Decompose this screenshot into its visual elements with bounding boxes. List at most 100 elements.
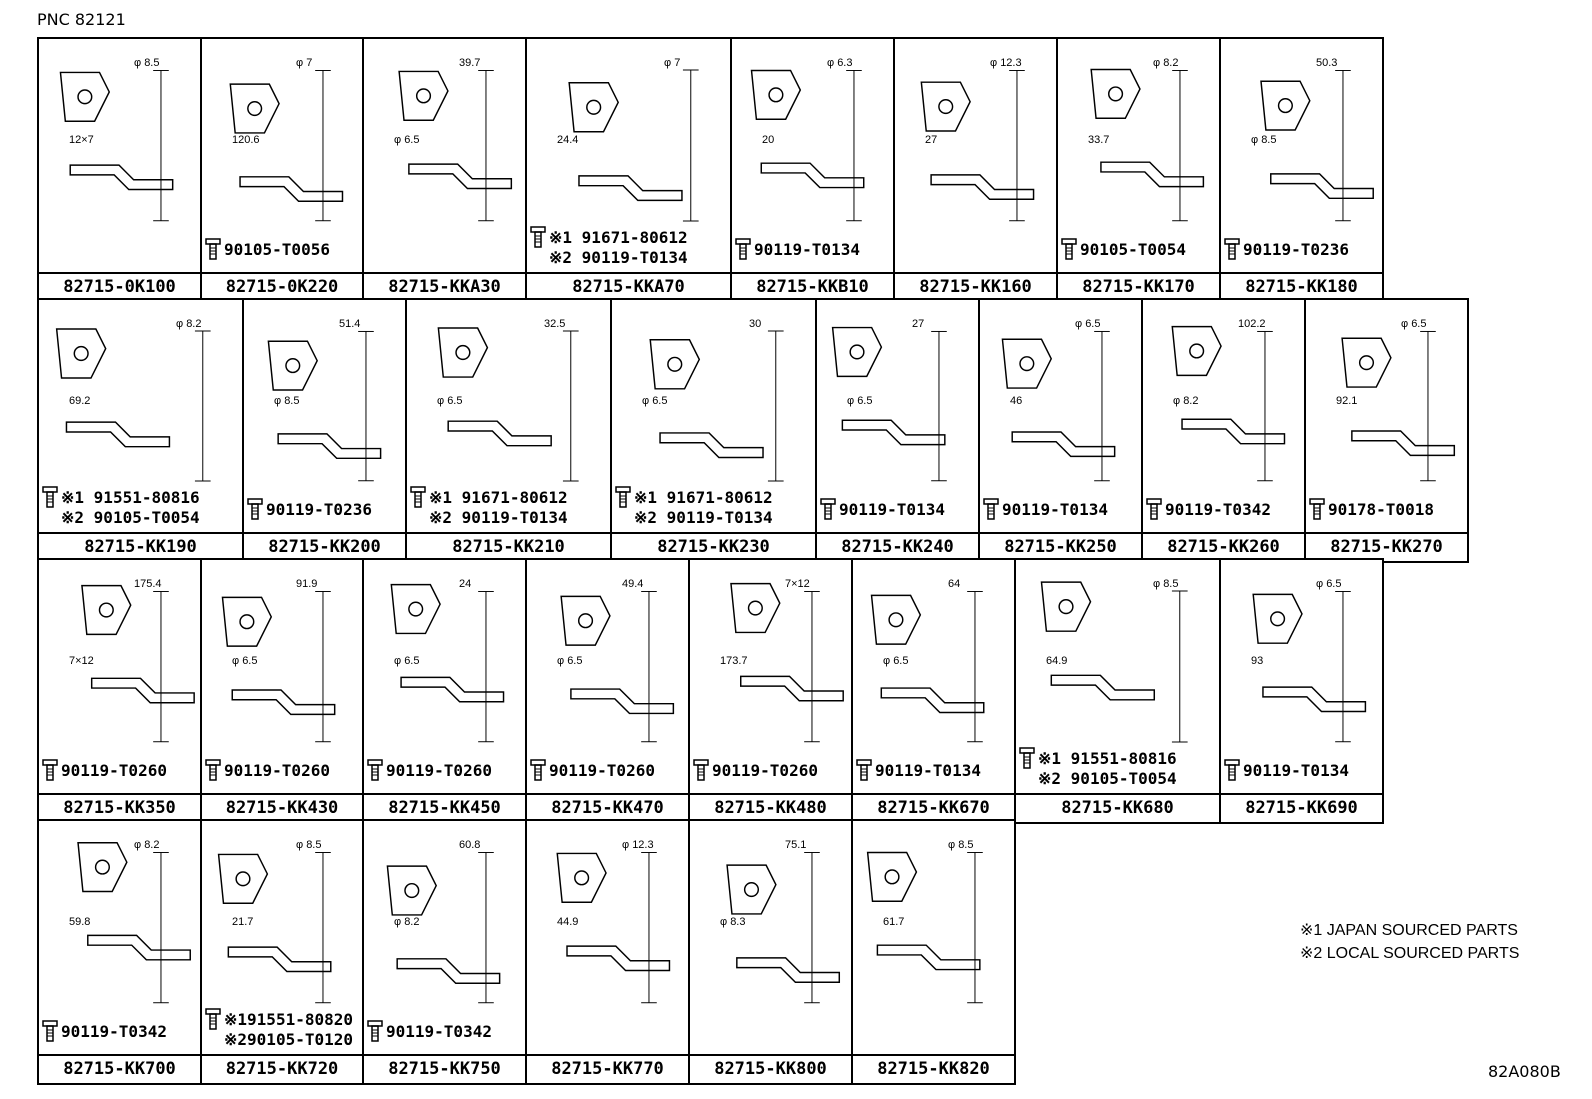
bolt-part-number: ※191551-80820: [204, 1008, 353, 1030]
bolt-number-text: 90119-T0236: [266, 499, 372, 519]
bolt-number-text: ※2 90105-T0054: [61, 508, 200, 527]
bracket-drawing: [831, 326, 947, 482]
bolt-part-number: 90119-T0134: [982, 498, 1108, 520]
bracket-drawing: [267, 330, 382, 482]
part-number-label: 82715-KK670: [853, 793, 1014, 822]
bolt-number-text: ※1 91671-80612: [549, 227, 688, 247]
part-number-label: 82715-0K100: [39, 272, 200, 301]
bolt-part-number: 90119-T0236: [1223, 238, 1349, 260]
bolt-part-number: 90119-T0236: [246, 498, 372, 520]
bolt-part-number: 90119-T0260: [204, 759, 330, 781]
dimension-label: 91.9: [296, 578, 318, 590]
bolt-number-text: ※2 90119-T0134: [429, 508, 568, 527]
bolt-icon: [983, 498, 999, 520]
dimension-label: φ 8.2: [394, 916, 420, 928]
bracket-drawing: [560, 590, 675, 743]
dimension-label: 7×12: [69, 655, 94, 667]
bolt-number-text: 90119-T0134: [839, 499, 945, 519]
dimension-label: φ 8.5: [296, 839, 322, 851]
bolt-icon: [410, 486, 426, 508]
dimension-label: 93: [1251, 655, 1264, 667]
part-number-label: 82715-KK190: [39, 532, 242, 561]
bolt-number-text: ※2 90105-T0054: [1038, 769, 1177, 788]
part-number-label: 82715-KKB10: [732, 272, 893, 301]
bolt-icon: [1019, 747, 1035, 769]
bolt-icon: [1224, 759, 1240, 781]
bolt-part-number: 90105-T0056: [204, 238, 330, 260]
dimension-label: φ 12.3: [622, 839, 654, 851]
dimension-label: φ 7: [664, 57, 681, 69]
part-number-label: 82715-KK480: [690, 793, 851, 822]
dimension-label: φ 12.3: [990, 57, 1022, 69]
bolt-part-number: 90119-T0134: [734, 238, 860, 260]
bolt-part-number: ※2 90119-T0134: [409, 508, 568, 527]
dimension-label: φ 6.5: [1401, 318, 1427, 330]
bolt-part-number: ※1 91671-80612: [409, 486, 568, 508]
part-number-label: 82715-KK820: [853, 1054, 1014, 1083]
bolt-number-text: ※2 90119-T0134: [634, 508, 773, 527]
dimension-label: φ 7: [296, 57, 313, 69]
part-number-label: 82715-KK690: [1221, 793, 1382, 822]
dimension-label: 32.5: [544, 318, 566, 330]
part-number-label: 82715-KK350: [39, 793, 200, 822]
part-number-label: 82715-KK250: [980, 532, 1141, 561]
bracket-drawing: [386, 851, 501, 1004]
bracket-drawing: [726, 851, 841, 1004]
bolt-icon: [42, 1020, 58, 1042]
bracket-drawing: [437, 327, 579, 482]
bolt-icon: [42, 486, 58, 508]
dimension-label: φ 6.5: [232, 655, 258, 667]
bracket-drawing: [77, 841, 191, 1004]
dimension-label: 51.4: [339, 318, 361, 330]
dimension-label: 30: [749, 318, 762, 330]
bolt-number-text: 90119-T0260: [712, 760, 818, 780]
part-number-label: 82715-KK210: [407, 532, 610, 561]
bracket-drawing: [217, 852, 332, 1004]
bolt-number-text: ※191551-80820: [224, 1009, 353, 1029]
dimension-label: 61.7: [883, 916, 905, 928]
bracket-drawing: [649, 330, 784, 482]
bracket-drawing: [1001, 330, 1116, 482]
bolt-part-number: 90119-T0260: [366, 759, 492, 781]
part-number-label: 82715-KKA70: [527, 272, 730, 301]
bracket-drawing: [81, 584, 195, 743]
dimension-label: 102.2: [1238, 318, 1266, 330]
bolt-icon: [42, 759, 58, 781]
bolt-part-number: ※1 91671-80612: [529, 226, 688, 248]
bolt-number-text: 90119-T0260: [386, 760, 492, 780]
bolt-icon: [367, 1020, 383, 1042]
part-cell: φ 8.2 69.2 ※1 91551-80816※2 90105-T0054 827…: [37, 298, 244, 563]
bolt-part-number: ※2 90119-T0134: [529, 248, 688, 267]
dimension-label: φ 8.3: [720, 916, 746, 928]
part-number-label: 82715-KK680: [1016, 793, 1219, 822]
part-number-label: 82715-KK260: [1143, 532, 1304, 561]
dimension-label: 69.2: [69, 395, 91, 407]
part-number-label: 82715-KK240: [817, 532, 978, 561]
bolt-part-number: ※1 91551-80816: [41, 486, 200, 508]
part-number-label: 82715-KK770: [527, 1054, 688, 1083]
dimension-label: φ 8.2: [176, 318, 202, 330]
bolt-part-number: ※2 90105-T0054: [41, 508, 200, 527]
part-number-label: 82715-KK270: [1306, 532, 1467, 561]
part-number-label: 82715-0K220: [202, 272, 362, 301]
part-number-label: 82715-KK800: [690, 1054, 851, 1083]
bolt-number-text: 90119-T0236: [1243, 239, 1349, 259]
bolt-part-number: 90119-T0260: [692, 759, 818, 781]
bolt-number-text: 90119-T0260: [61, 760, 167, 780]
bracket-drawing: [229, 70, 344, 222]
bolt-part-number: ※1 91551-80816: [1018, 747, 1177, 769]
dimension-label: 20: [762, 134, 775, 146]
bolt-icon: [615, 486, 631, 508]
bracket-drawing: [390, 583, 505, 743]
bracket-drawing: [866, 851, 983, 1004]
